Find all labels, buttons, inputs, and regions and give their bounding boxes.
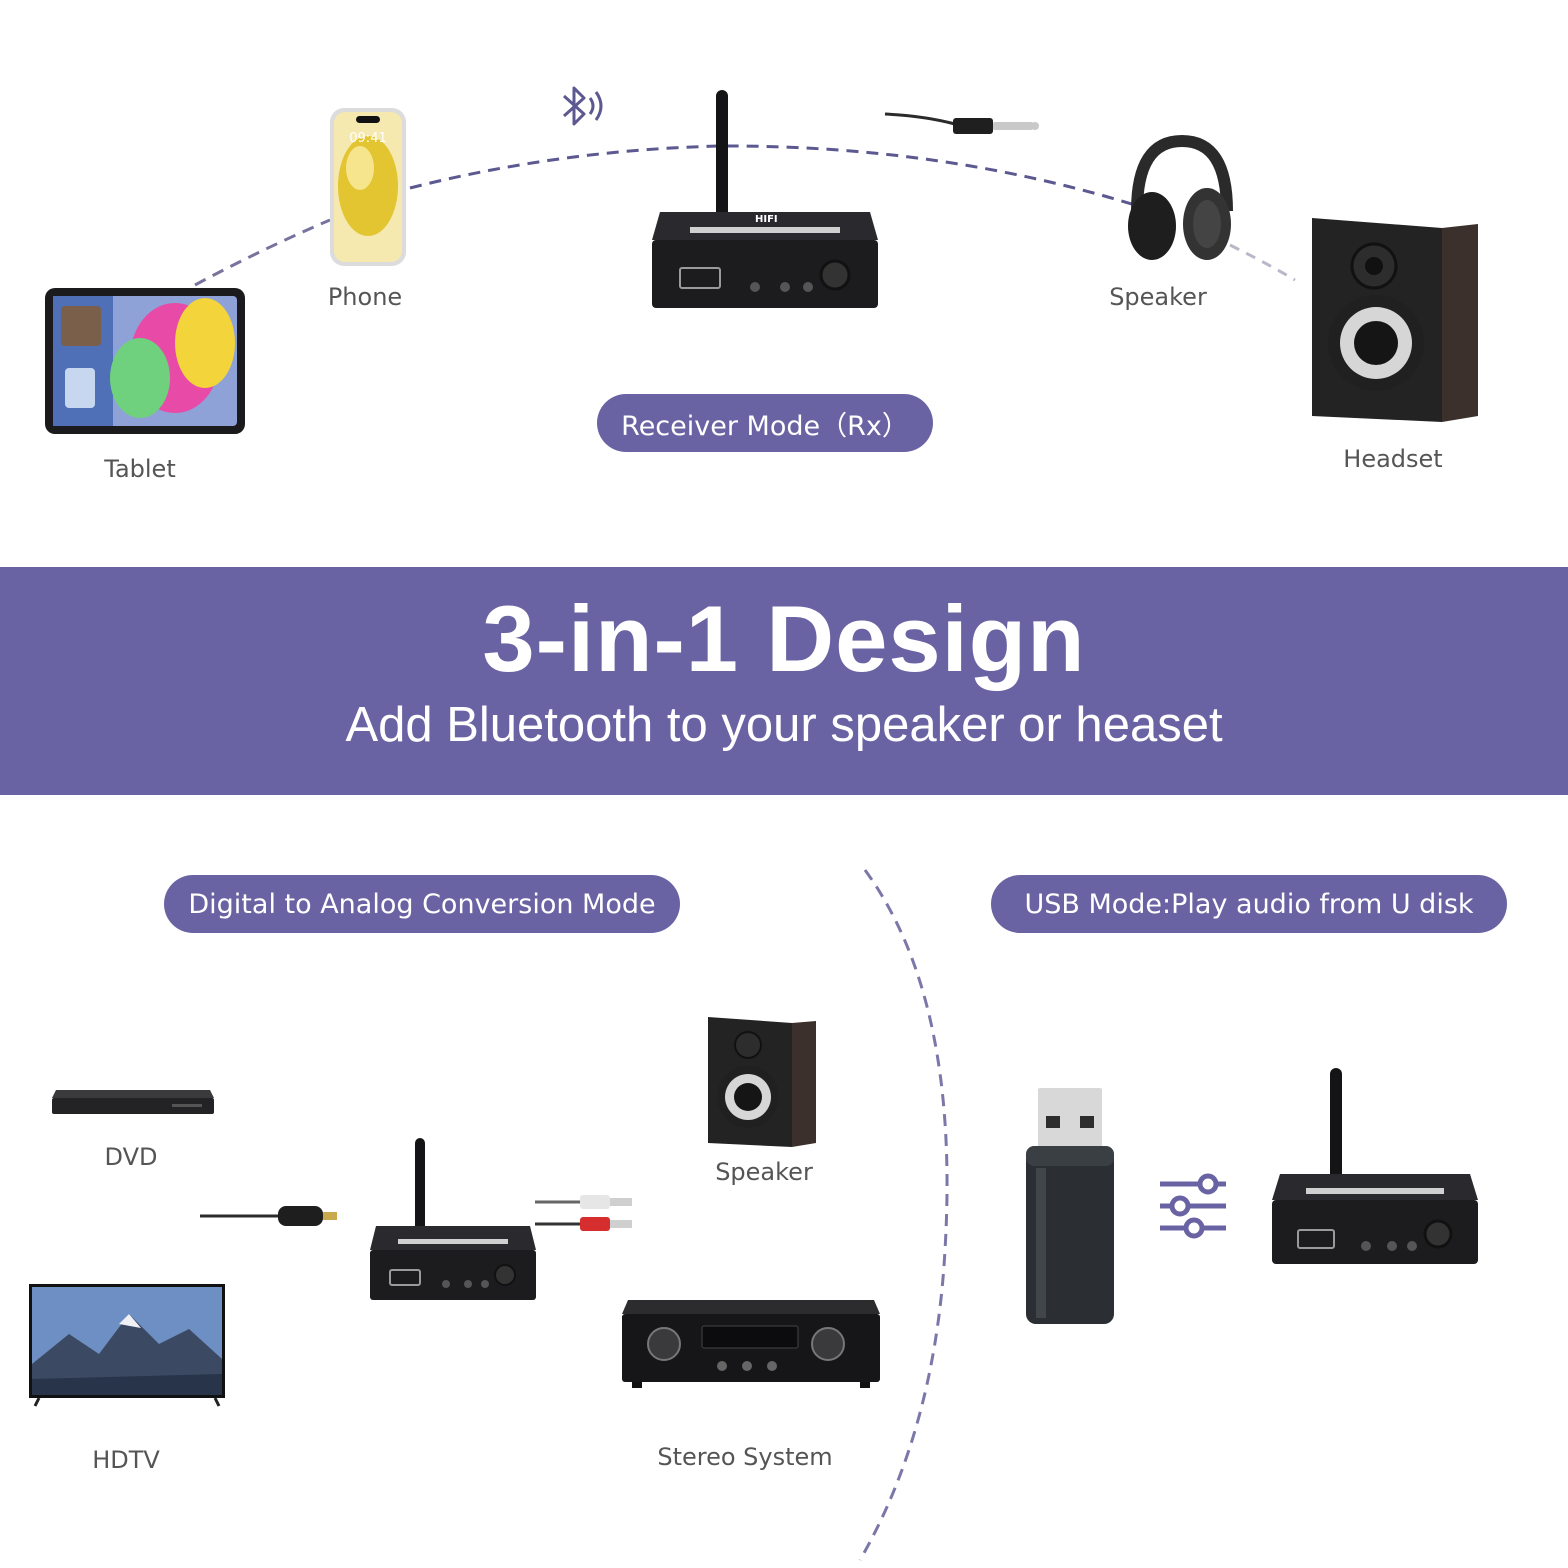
tablet-image: [45, 288, 245, 434]
bookshelf-speaker-image: [1312, 218, 1478, 422]
dvd-player-image: [52, 1090, 214, 1114]
dac-device: [370, 1138, 536, 1300]
stereo-system-label: Stereo System: [657, 1443, 833, 1471]
banner-subtitle: Add Bluetooth to your speaker or heaset: [345, 698, 1223, 752]
hdtv-label: HDTV: [92, 1446, 160, 1474]
banner-title: 3-in-1 Design: [482, 586, 1086, 691]
tablet-label: Tablet: [104, 455, 176, 483]
rca-cables: [535, 1195, 632, 1231]
optical-cable: [200, 1206, 337, 1226]
headset-label: Headset: [1343, 445, 1443, 473]
receiver-mode-pill: Receiver Mode（Rx）: [597, 394, 933, 452]
bluetooth-icon: [562, 86, 603, 126]
headphones-image: [1128, 134, 1233, 260]
speaker-label-top: Speaker: [1109, 283, 1207, 311]
device-brand-text: HIFI: [755, 214, 778, 225]
phone-time: 09:41: [349, 131, 386, 146]
usb-drive-image: [1026, 1088, 1114, 1324]
speaker-label-bottom: Speaker: [715, 1158, 813, 1186]
dvd-label: DVD: [104, 1143, 158, 1171]
phone-label: Phone: [327, 283, 403, 311]
stereo-system-image: [622, 1300, 880, 1388]
receiver-device: HIFI: [652, 90, 878, 308]
banner: 3-in-1 Design Add Bluetooth to your spea…: [0, 567, 1568, 795]
dac-mode-pill: Digital to Analog Conversion Mode: [164, 875, 680, 933]
phone-image: 09:41: [330, 108, 406, 266]
usb-mode-pill: USB Mode:Play audio from U disk: [991, 875, 1507, 933]
usb-mode-device: [1272, 1068, 1478, 1264]
speaker-image-bottom: [708, 1017, 816, 1147]
equalizer-icon: [1160, 1173, 1226, 1239]
aux-cable: [884, 112, 1039, 134]
hdtv-image: [29, 1284, 225, 1407]
